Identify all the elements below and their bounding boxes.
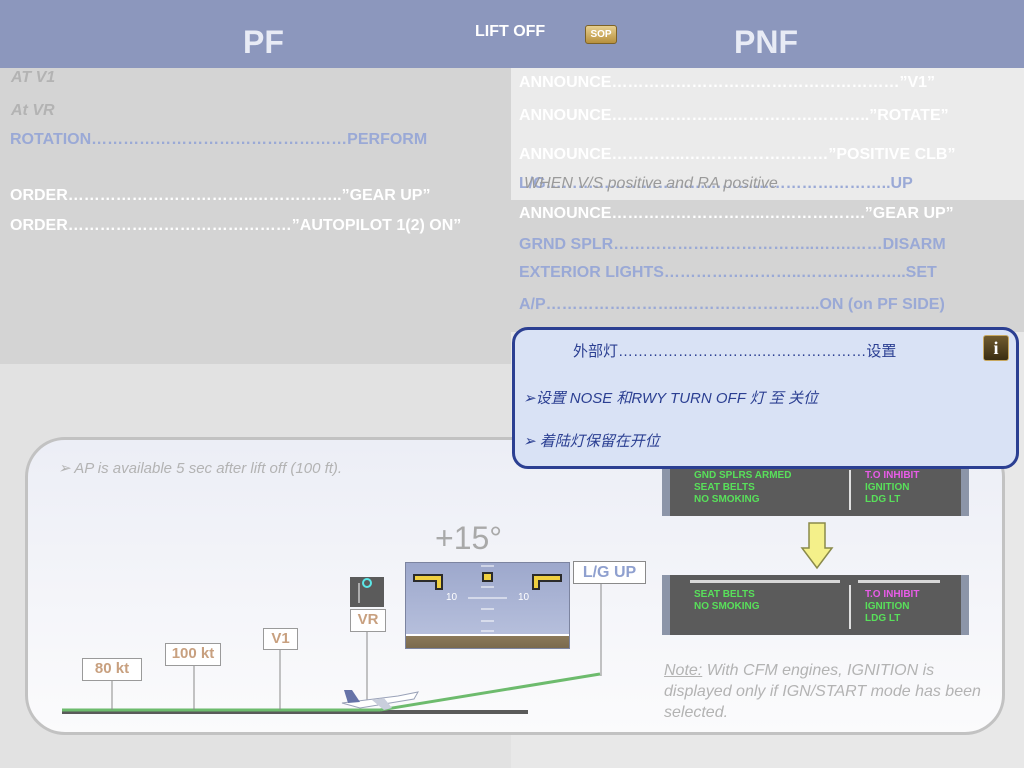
bullet-arrow-icon: ➢ bbox=[523, 390, 536, 407]
pnf-when-condition: WHEN V/S positive and RA positive bbox=[524, 175, 778, 192]
bullet-arrow-icon: ➢ bbox=[523, 433, 540, 450]
bullet-arrow-icon: ➢ bbox=[58, 460, 75, 477]
ecam-memo-after: SEAT BELTS NO SMOKING T.O INHIBIT IGNITI… bbox=[662, 575, 969, 635]
ecam-after-left-2: NO SMOKING bbox=[694, 601, 760, 612]
ecam-after-left-1: SEAT BELTS bbox=[694, 589, 755, 600]
cfm-ignition-note: Note: With CFM engines, IGNITION is disp… bbox=[664, 660, 984, 723]
sop-button[interactable]: SOP bbox=[585, 25, 617, 44]
rotation-flag bbox=[350, 577, 384, 607]
info-icon[interactable]: i bbox=[983, 335, 1009, 361]
header-bar bbox=[0, 0, 1024, 68]
ecam-before-left-2: SEAT BELTS bbox=[694, 482, 755, 493]
pf-panel bbox=[0, 68, 511, 364]
speed-label-vr: VR bbox=[350, 609, 386, 632]
pf-title: PF bbox=[243, 24, 284, 60]
attitude-symbols bbox=[406, 565, 569, 636]
phase-title: LIFT OFF bbox=[475, 23, 546, 40]
ecam-after-right-1: T.O INHIBIT bbox=[865, 589, 920, 600]
pf-order-gear: ORDER……………………………..……………..”GEAR UP” bbox=[10, 187, 431, 204]
pnf-title: PNF bbox=[734, 24, 798, 60]
pnf-announce-v1: ANNOUNCE………………………………………………”V1” bbox=[519, 74, 936, 91]
pitch-ladder-left: 10 bbox=[446, 592, 458, 603]
rotation-target-icon bbox=[362, 578, 372, 588]
pitch-ladder-right: 10 bbox=[518, 592, 530, 603]
popup-title: 外部灯………………………..…………………设置 bbox=[573, 343, 897, 360]
pnf-announce-positive-clb: ANNOUNCE…………..………………………”POSITIVE CLB” bbox=[519, 146, 956, 163]
ecam-before-right-1: T.O INHIBIT bbox=[865, 470, 920, 481]
pnf-announce-rotate: ANNOUNCE…………………..……………………..”ROTATE” bbox=[519, 107, 949, 124]
ecam-after-right-2: IGNITION bbox=[865, 601, 910, 612]
pitch-target: +15° bbox=[435, 520, 503, 556]
aircraft-icon bbox=[341, 690, 419, 710]
pnf-panel-mid bbox=[511, 200, 1024, 332]
popup-bullet-1: ➢设置 NOSE 和RWY TURN OFF 灯 至 关位 bbox=[523, 390, 819, 407]
ecam-before-right-2: IGNITION bbox=[865, 482, 910, 493]
ap-note-text: AP is available 5 sec after lift off (10… bbox=[74, 460, 343, 477]
pf-rotation: ROTATION…………………………………………PERFORM bbox=[10, 131, 428, 148]
speed-label-80kt: 80 kt bbox=[82, 658, 142, 681]
pnf-grnd-splr: GRND SPLR………………………………..…….……DISARM bbox=[519, 236, 946, 253]
pf-at-v1: AT V1 bbox=[11, 69, 56, 86]
pnf-announce-gear-up: ANNOUNCE………………………..……………….”GEAR UP” bbox=[519, 205, 954, 222]
pf-order-autopilot: ORDER……………………………………”AUTOPILOT 1(2) ON” bbox=[10, 217, 462, 234]
lg-up-label: L/G UP bbox=[573, 561, 646, 584]
ecam-before-right-3: LDG LT bbox=[865, 494, 901, 505]
speed-label-100kt: 100 kt bbox=[165, 643, 221, 666]
popup-bullet-2: ➢ 着陆灯保留在开位 bbox=[523, 433, 660, 450]
ecam-after-right-3: LDG LT bbox=[865, 613, 901, 624]
ecam-before-left-1: GND SPLRS ARMED bbox=[694, 470, 792, 481]
ecam-memo-before: GND SPLRS ARMED SEAT BELTS NO SMOKING T.… bbox=[662, 462, 969, 516]
note-label: Note: bbox=[664, 662, 703, 679]
attitude-indicator: 10 10 bbox=[405, 562, 570, 649]
ap-available-note: ➢ AP is available 5 sec after lift off (… bbox=[58, 459, 342, 477]
ecam-before-left-3: NO SMOKING bbox=[694, 494, 760, 505]
pnf-panel-top bbox=[511, 68, 1024, 200]
note-text: With CFM engines, IGNITION is displayed … bbox=[664, 662, 981, 721]
speed-label-v1: V1 bbox=[263, 628, 298, 650]
pnf-autopilot: A/P……………………..……………………..ON (on PF SIDE) bbox=[519, 296, 945, 313]
pnf-exterior-lights: EXTERIOR LIGHTS……………………..………………..SET bbox=[519, 264, 937, 281]
pnf-ldg-gear-up: L/G………………………………………………………..UP bbox=[519, 175, 913, 192]
down-arrow-icon bbox=[800, 522, 834, 570]
pf-at-vr: At VR bbox=[11, 102, 55, 119]
climb-path-line bbox=[379, 672, 601, 712]
exterior-lights-popup bbox=[512, 327, 1019, 469]
